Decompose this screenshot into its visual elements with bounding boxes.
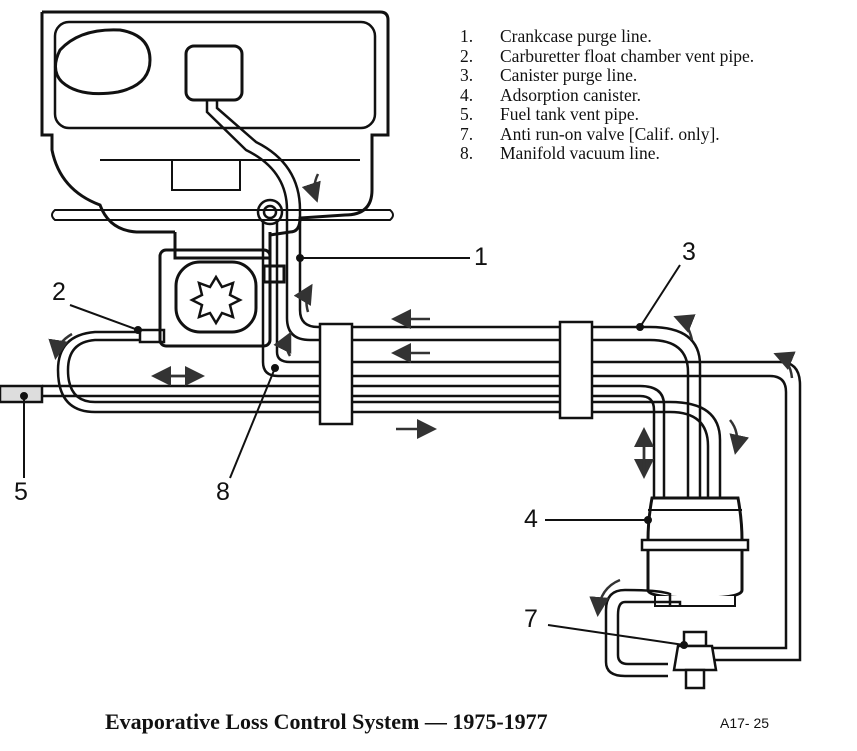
legend-text: Adsorption canister. — [500, 84, 641, 105]
flow-arrows — [48, 173, 796, 617]
legend-text: Manifold vacuum line. — [500, 143, 660, 163]
callout-7: 7 — [524, 605, 538, 633]
legend-item-3: 3. Canister purge line. — [460, 65, 754, 86]
legend-list: 1. Crankcase purge line. 2. Carburetter fl… — [460, 26, 755, 164]
legend-text: Crankcase purge line. — [500, 26, 652, 46]
engine-block — [40, 10, 394, 260]
fuel-tank-vent-pipe — [0, 384, 350, 404]
legend-item-2: 2. Carburetter float chamber vent pipe. — [460, 45, 755, 67]
legend-text: Carburetter float chamber vent pipe. — [500, 45, 755, 66]
legend-num: 4. — [460, 84, 474, 105]
figure-reference: A17- 25 — [720, 715, 770, 731]
legend-item-1: 1. Crankcase purge line. — [460, 26, 754, 47]
carburettor — [158, 248, 286, 348]
figure-caption: Evaporative Loss Control System — 1975-1… — [105, 709, 548, 734]
callout-3: 3 — [682, 238, 696, 266]
adsorption-canister — [640, 496, 750, 607]
anti-run-on-valve — [672, 630, 718, 690]
legend-item-8: 8. Manifold vacuum line. — [460, 143, 754, 164]
canister-valve-line — [604, 588, 682, 678]
callout-leaders — [20, 254, 688, 649]
legend-item-5: 5. Fuel tank vent pipe. — [460, 104, 754, 125]
legend-num: 7. — [460, 123, 474, 144]
callout-5: 5 — [14, 478, 28, 506]
pipe-clip-a — [318, 322, 354, 426]
legend-item-7: 7. Anti run-on valve [Calif. only]. — [460, 123, 754, 145]
oil-filler-cap — [54, 28, 152, 96]
legend-text: Fuel tank vent pipe. — [500, 104, 640, 124]
legend-text: Canister purge line. — [500, 65, 638, 85]
legend-num: 2. — [460, 45, 474, 66]
callout-1: 1 — [474, 243, 488, 271]
legend-item-4: 4. Adsorption canister. — [460, 84, 754, 106]
legend-num: 3. — [460, 65, 474, 85]
callout-2: 2 — [52, 278, 66, 306]
callout-8: 8 — [216, 478, 230, 506]
legend-num: 1. — [460, 26, 474, 46]
float-chamber-vent-pipe — [56, 328, 350, 414]
pipe-bundle — [352, 325, 802, 662]
legend-num: 5. — [460, 104, 474, 124]
legend-text: Anti run-on valve [Calif. only]. — [500, 123, 720, 144]
breather-box — [184, 44, 244, 102]
pipe-clip-b — [558, 320, 594, 420]
legend-num: 8. — [460, 143, 474, 163]
callout-4: 4 — [524, 505, 538, 533]
crankcase-purge-line — [205, 100, 350, 342]
